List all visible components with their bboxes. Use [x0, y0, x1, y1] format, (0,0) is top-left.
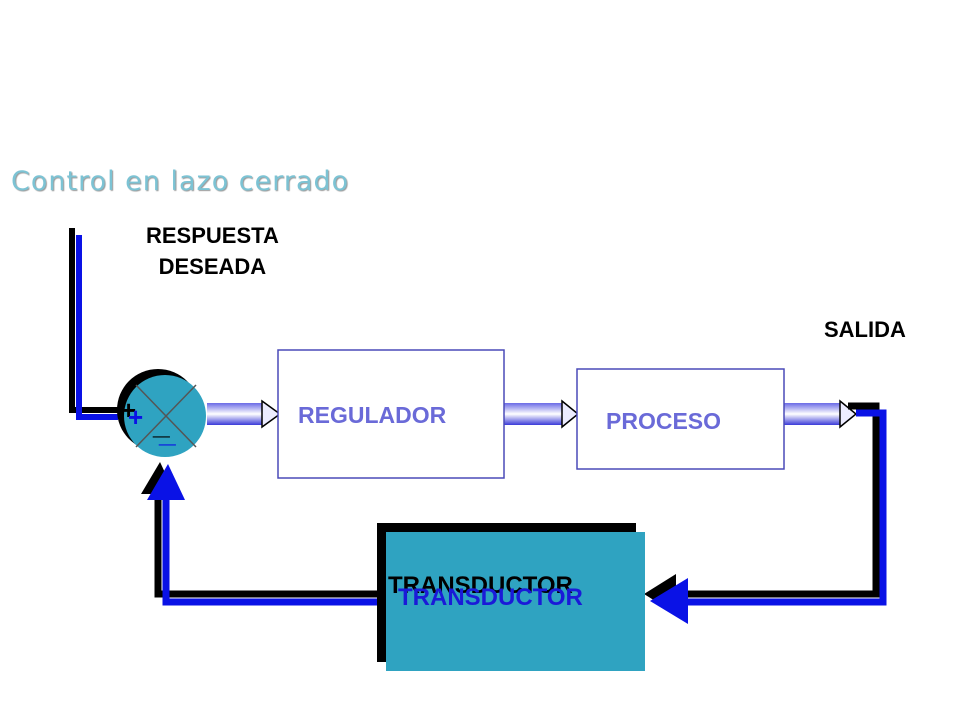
feedback-path	[147, 409, 887, 624]
plus-sign: +	[128, 402, 144, 432]
desired-response-label: RESPUESTA DESEADA	[146, 220, 279, 282]
desired-response-line2: DESEADA	[158, 254, 267, 279]
plus-sign-shadow: +	[121, 395, 137, 425]
arrow-junction-to-regulator	[207, 399, 282, 429]
process-label: PROCESO	[606, 408, 722, 434]
output-label: SALIDA	[824, 317, 906, 342]
regulator-block	[277, 349, 505, 479]
transducer-label: TRANSDUCTOR	[398, 584, 583, 611]
input-line	[69, 228, 118, 420]
summing-junction	[117, 369, 206, 457]
process-block	[576, 368, 785, 470]
page-title: Control en lazo cerrado	[11, 166, 350, 197]
desired-response-line1: RESPUESTA	[146, 223, 279, 248]
transducer-label-shadow: TRANSDUCTOR	[388, 572, 573, 599]
minus-sign: _	[159, 416, 176, 449]
minus-sign-shadow: _	[153, 408, 170, 441]
arrow-regulator-to-process	[504, 399, 580, 429]
arrow-process-output	[784, 399, 858, 429]
transducer-block	[377, 523, 645, 671]
regulator-label: REGULADOR	[298, 402, 447, 428]
